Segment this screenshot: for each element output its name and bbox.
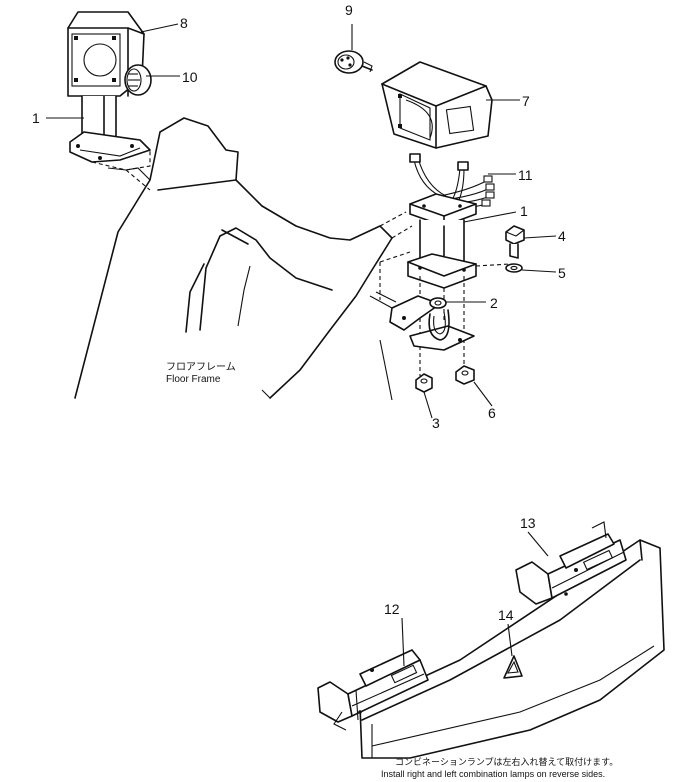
- callout-7: 7: [522, 93, 530, 109]
- leader-lines: [46, 23, 557, 667]
- floor-frame-label-jp: フロアフレーム: [166, 361, 236, 373]
- callout-5: 5: [558, 265, 566, 281]
- reflector-14: [503, 655, 523, 679]
- callout-1-right: 1: [520, 203, 528, 219]
- combination-lamp-12: [317, 649, 429, 731]
- small-lamp-9: [334, 50, 373, 74]
- combination-lamp-13: [515, 521, 627, 605]
- callout-14: 14: [498, 607, 514, 623]
- callout-9: 9: [345, 2, 353, 18]
- floor-frame: [74, 117, 413, 399]
- floor-frame-label-en: Floor Frame: [166, 374, 221, 385]
- mount-bracket: [369, 291, 475, 401]
- rear-bumper: [359, 539, 665, 759]
- callout-13: 13: [520, 515, 536, 531]
- callout-6: 6: [488, 405, 496, 421]
- left-lamp-assembly: [67, 11, 152, 191]
- nut-6: [455, 365, 475, 385]
- callout-4: 4: [558, 228, 566, 244]
- washer-5: [505, 263, 523, 273]
- right-lamp-housing: [381, 61, 493, 149]
- nut-3: [415, 373, 433, 393]
- callout-10: 10: [182, 69, 198, 85]
- bolt-4: [505, 225, 525, 259]
- install-note-jp: コンビネーションランプは左右入れ替えて取付けます。: [395, 756, 618, 767]
- callout-3: 3: [432, 415, 440, 431]
- callout-1-left: 1: [32, 110, 40, 126]
- callout-8: 8: [180, 15, 188, 31]
- install-note-en: Install right and left combination lamps…: [381, 769, 605, 779]
- callout-2: 2: [490, 295, 498, 311]
- callout-11: 11: [518, 167, 533, 183]
- callout-12: 12: [384, 601, 400, 617]
- right-stand: [407, 193, 477, 289]
